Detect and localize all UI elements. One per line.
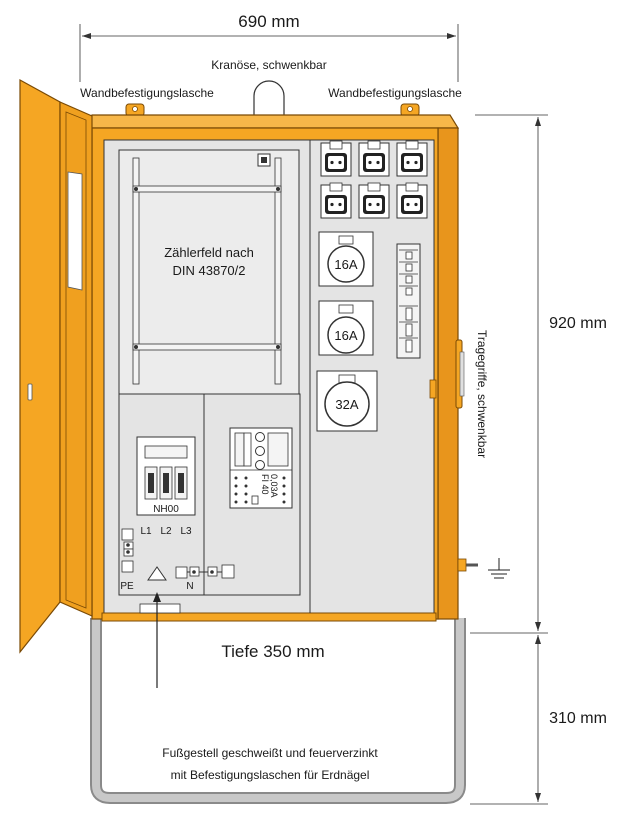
n-terminal [175,564,235,579]
width-dimension: 690 mm [79,12,459,82]
mcb-breaker [399,321,418,337]
nh00-fuse-block: NH00 [136,436,196,516]
pe-terminal [121,528,134,573]
mcb-breaker [399,305,418,321]
door-lock [27,383,33,401]
crane-eye-label: Kranöse, schwenkbar [211,58,326,72]
phase-l2-label: L2 [160,526,172,537]
wall-tab-left-label: Wandbefestigungslasche [80,86,214,100]
phase-l3-label: L3 [180,526,192,537]
stand: Fußgestell geschweißt und feuerverzinkt … [90,618,466,804]
stand-label-line2: mit Befestigungslaschen für Erdnägel [171,768,370,782]
door-document-pocket [67,171,83,291]
schuko-socket [396,182,428,219]
phase-l1-label: L1 [140,526,152,537]
warning-triangle-icon [147,566,167,581]
stand-label-line1: Fußgestell geschweißt und feuerverzinkt [162,746,378,760]
schuko-socket [358,182,390,219]
cee-socket-16a-top: 16A [318,231,374,287]
door [19,78,93,654]
mcb-strip [396,243,421,359]
schuko-socket [358,140,390,177]
carry-handles-label: Tragegriffe, schwenkbar [475,330,489,458]
wall-tab-right-label: Wandbefestigungslasche [328,86,462,100]
depth-arrow [153,592,161,688]
schuko-socket [320,140,352,177]
mcb-breaker [399,273,418,284]
fuse-block-label: NH00 [153,504,179,515]
cee-socket-16a-middle: 16A [318,300,374,356]
mcb-breaker [399,337,418,353]
cee-top-rating: 16A [334,257,357,272]
depth-label: Tiefe 350 mm [221,642,324,661]
cee-middle-rating: 16A [334,328,357,343]
height-stand-label: 310 mm [549,710,607,727]
rcd-label-line2: 0,03A [269,474,279,498]
rcd-breaker-group: FI 40 0,03A [229,427,293,509]
cee-bottom-rating: 32A [335,397,358,412]
mcb-breaker [399,249,418,260]
height-cabinet-label: 920 mm [549,315,607,332]
width-label: 690 mm [238,12,299,31]
schuko-socket [320,182,352,219]
meter-field-label-line1: Zählerfeld nach [164,245,254,260]
rcd-label-line1: FI 40 [260,474,270,495]
schuko-socket [396,140,428,177]
pe-label: PE [120,581,134,592]
meter-field: Zählerfeld nach DIN 43870/2 [118,149,300,395]
crane-eye [253,80,285,116]
mcb-breaker [399,285,418,296]
mcb-breaker [399,261,418,272]
cee-socket-32a: 32A [316,370,378,432]
earth-symbol [488,558,510,579]
meter-field-label-line2: DIN 43870/2 [173,263,246,278]
height-dimension: 920 mm 310 mm [470,114,607,805]
neutral-label: N [186,581,193,592]
schuko-socket-grid [320,140,428,219]
